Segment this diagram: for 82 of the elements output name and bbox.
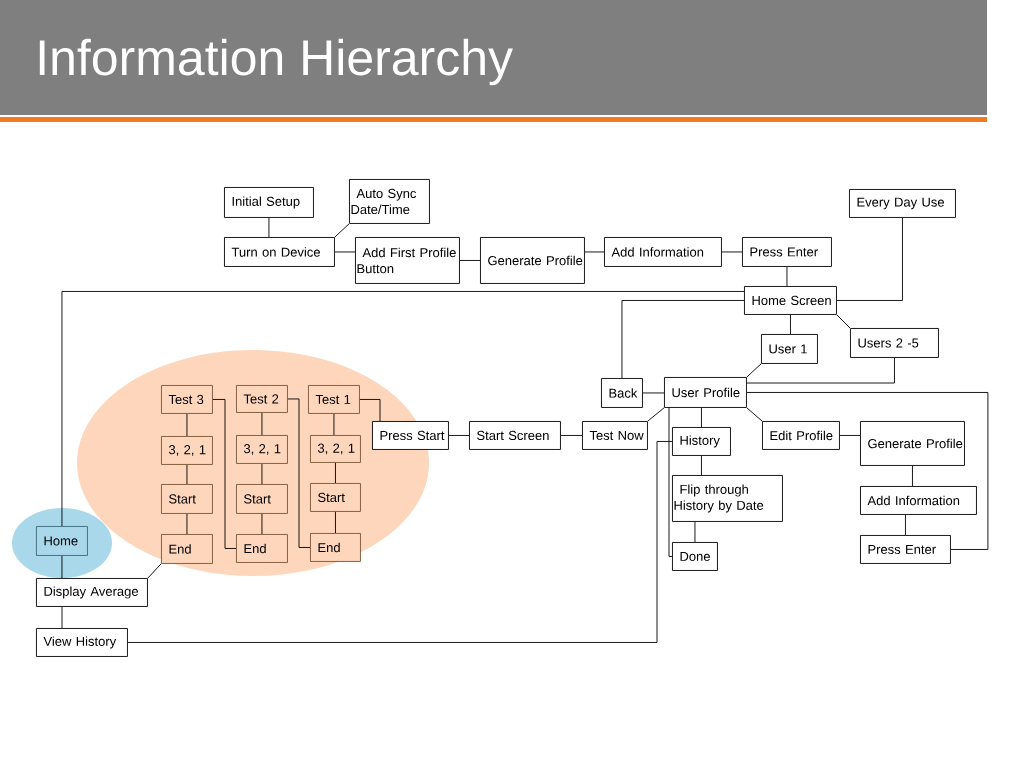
connector-line (746, 363, 762, 378)
process-box: Generate Profile (860, 421, 965, 466)
process-box: Auto Sync Date/Time (349, 179, 430, 224)
connector-line (261, 513, 263, 535)
connector-line (261, 463, 263, 485)
connector-line (333, 413, 335, 436)
process-box: Flip through History by Date (672, 475, 783, 522)
connector-line (186, 413, 188, 437)
process-box: Home Screen (744, 286, 837, 315)
process-box: View History (36, 628, 128, 657)
process-box: Test 2 (236, 385, 288, 413)
process-box: Back (601, 378, 643, 408)
connector-line (212, 399, 237, 549)
connector-line (642, 392, 665, 394)
process-box: Test Now (582, 421, 648, 450)
process-box: Users 2 -5 (850, 328, 939, 358)
process-box: Display Average (36, 578, 148, 607)
connector-line (335, 511, 336, 534)
connector-line (701, 455, 702, 476)
process-box: Add First Profile Button (355, 237, 460, 284)
process-box: Press Enter (742, 237, 832, 267)
process-box: End (236, 534, 288, 563)
process-box: Test 3 (161, 385, 213, 414)
connector-line (127, 441, 673, 643)
connector-line (584, 251, 605, 253)
process-box: User Profile (664, 377, 747, 408)
connector-line (268, 217, 270, 238)
process-box: User 1 (761, 334, 818, 364)
connector-line (186, 464, 188, 485)
process-box: 3, 2, 1 (236, 435, 288, 464)
process-box: Edit Profile (762, 421, 840, 450)
process-box: Start Screen (469, 421, 561, 450)
connector-line (701, 407, 702, 428)
process-box: Initial Setup (224, 187, 314, 218)
connector-line (790, 314, 791, 335)
process-box: Home (36, 526, 88, 556)
process-box: Start (236, 484, 288, 514)
process-box: Test 1 (308, 385, 360, 414)
process-box: Turn on Device (224, 237, 335, 267)
connector-line (905, 514, 906, 536)
process-box: Add Information (860, 486, 977, 515)
connector-line (621, 300, 745, 379)
connector-line (912, 465, 913, 487)
process-box: History (672, 427, 731, 456)
connector-line (839, 435, 861, 436)
connector-line (261, 412, 263, 436)
connector-line (560, 435, 583, 436)
connector-line (721, 251, 743, 253)
connector-line (61, 291, 745, 527)
connector-line (746, 407, 763, 422)
connector-line (335, 462, 336, 484)
connector-line (647, 407, 665, 422)
connector-line (61, 555, 63, 579)
process-box: Start (161, 484, 213, 514)
connector-line (334, 223, 350, 238)
process-box: End (310, 533, 361, 562)
process-box: Press Start (372, 421, 449, 450)
connector-line (746, 392, 989, 550)
connector-line (186, 513, 188, 535)
connector-line (359, 399, 381, 422)
connector-line (334, 251, 356, 253)
connector-line (836, 217, 903, 301)
process-box: Generate Profile (480, 237, 585, 284)
connector-line (836, 314, 851, 329)
connector-line (287, 398, 311, 548)
connector-line (786, 266, 788, 287)
title-banner: Information Hierarchy (0, 0, 987, 115)
process-box: Add Information (604, 237, 722, 267)
process-box: 3, 2, 1 (310, 435, 361, 463)
process-box: Done (672, 542, 718, 571)
connector-line (61, 606, 63, 629)
connector-line (147, 563, 162, 579)
connector-line (668, 407, 673, 557)
process-box: End (161, 534, 213, 564)
process-box: Press Enter (860, 535, 951, 564)
connector-line (448, 435, 470, 436)
process-box: Every Day Use (849, 189, 956, 218)
process-box: Start (310, 483, 361, 512)
connector-line (746, 357, 895, 384)
process-box: 3, 2, 1 (161, 436, 213, 465)
connector-line (459, 260, 481, 261)
connector-line (694, 521, 696, 543)
